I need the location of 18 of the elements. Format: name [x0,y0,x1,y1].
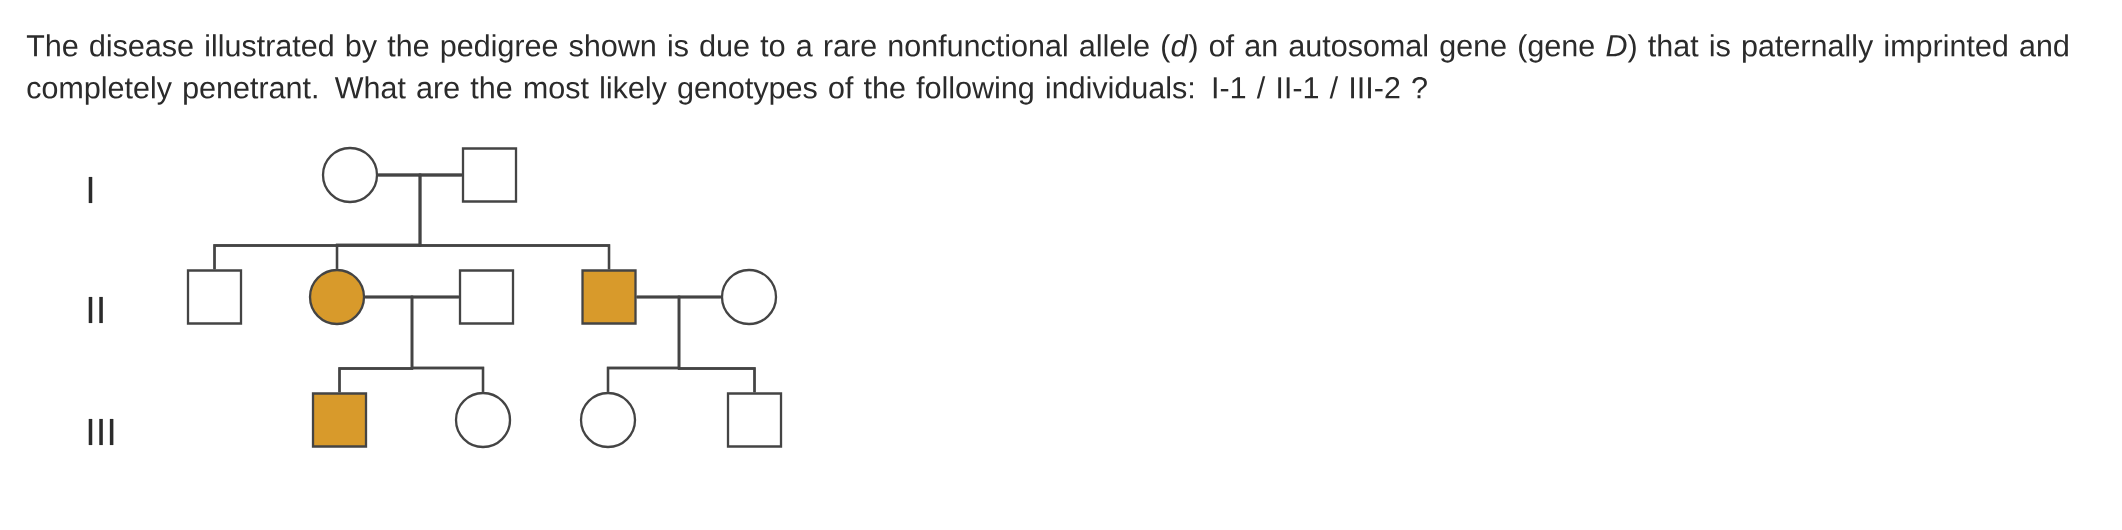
generation-label: II [88,296,103,324]
descent-line [410,295,485,392]
generation-label: III [88,418,114,446]
circle-symbol [454,391,512,449]
descent-line [677,295,756,393]
descent-line [418,173,611,270]
square-symbol [186,269,243,325]
square-symbol [581,269,637,325]
circle-symbol [308,268,366,326]
square-symbol [726,392,783,448]
square-symbol [458,269,515,325]
circle-symbol [579,391,637,449]
question-text: The disease illustrated by the pedigree shown is due to a rare nonfunctional allele (d) of an autosomal gene (gene D) that is paternally imprinted and completely penetrant. What are the most likely genotypes of the following individuals: I-1 / II-1 / III-2 ? [26,34,2068,105]
circle-symbol [321,146,379,204]
square-symbol [461,147,518,203]
circle-symbol [720,268,778,326]
square-symbol [311,392,368,448]
generation-label: I [88,176,93,204]
